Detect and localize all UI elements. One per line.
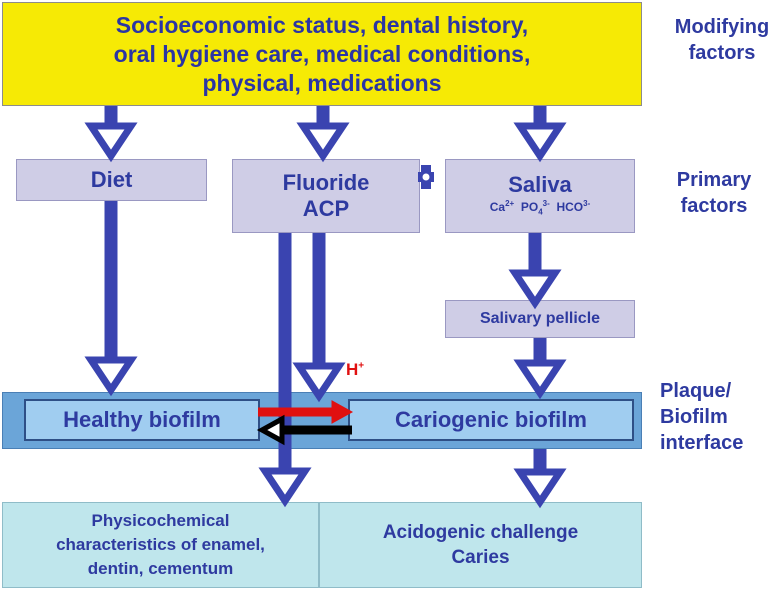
arrow-cariogenic-to-healthy-head: [256, 414, 285, 446]
arrow-fluoride-to-cariogenic-shaft: [312, 233, 326, 370]
cariogenic-biofilm-box: Cariogenic biofilm: [348, 399, 634, 441]
pellicle-label: Salivary pellicle: [479, 310, 601, 327]
modifying-line-3: physical, medications: [202, 69, 442, 96]
diet-label: Diet: [90, 167, 133, 192]
arrow-saliva-to-pellicle-shaft: [528, 233, 542, 277]
arrow-cariogenic-to-caries-head: [513, 468, 567, 509]
arrow-cariogenic-to-healthy-shaft: [280, 425, 352, 435]
diet-box: Diet: [16, 159, 207, 201]
arrow-healthy-to-cariogenic-head: [331, 400, 354, 424]
arrow-modifying-to-fluoride-head: [296, 122, 350, 163]
arrow-fluoride-to-cariogenic-head: [292, 362, 346, 403]
label-plaque-biofilm-interface: Plaque/ Biofilm interface: [660, 380, 744, 454]
modifying-line-1: Socioeconomic status, dental history,: [115, 11, 529, 38]
arrow-modifying-to-saliva-head: [513, 122, 567, 163]
cariogenic-biofilm-label: Cariogenic biofilm: [395, 407, 587, 432]
acp-label: ACP: [302, 196, 350, 221]
arrow-modifying-to-diet-head: [84, 122, 138, 163]
modifying-factors-box: Socioeconomic status, dental history, or…: [2, 2, 642, 106]
arrow-diet-to-healthy-shaft: [104, 201, 118, 364]
hydrogen-ion-label: H+: [346, 360, 365, 379]
fluoride-acp-box: Fluoride ACP: [232, 159, 420, 233]
arrow-healthy-to-cariogenic-shaft: [258, 407, 334, 417]
healthy-biofilm-label: Healthy biofilm: [63, 407, 221, 432]
arrow-pellicle-to-cariogenic-head: [513, 359, 567, 400]
interaction-star-icon: [418, 165, 434, 189]
saliva-ions: Ca2+ PO43- HCO3-: [489, 199, 591, 217]
saliva-box: Saliva Ca2+ PO43- HCO3-: [445, 159, 635, 233]
arrow-saliva-to-pellicle-head: [508, 269, 562, 310]
physicochemical-box: Physicochemical characteristics of ename…: [2, 502, 319, 588]
label-primary-factors: Primary factors: [676, 169, 752, 217]
fluoride-label: Fluoride: [282, 170, 370, 195]
arrow-diet-to-healthy-head: [84, 356, 138, 397]
arrow-fluoride-to-physicochemical-head: [258, 467, 312, 508]
flow-arrows: [84, 106, 567, 509]
modifying-line-2: oral hygiene care, medical conditions,: [113, 40, 531, 67]
saliva-label: Saliva: [508, 172, 572, 198]
healthy-biofilm-box: Healthy biofilm: [24, 399, 260, 441]
acidogenic-challenge-box: Acidogenic challenge Caries: [319, 502, 642, 588]
salivary-pellicle-box: Salivary pellicle: [445, 300, 635, 338]
label-modifying-factors: Modifying factors: [674, 16, 770, 64]
